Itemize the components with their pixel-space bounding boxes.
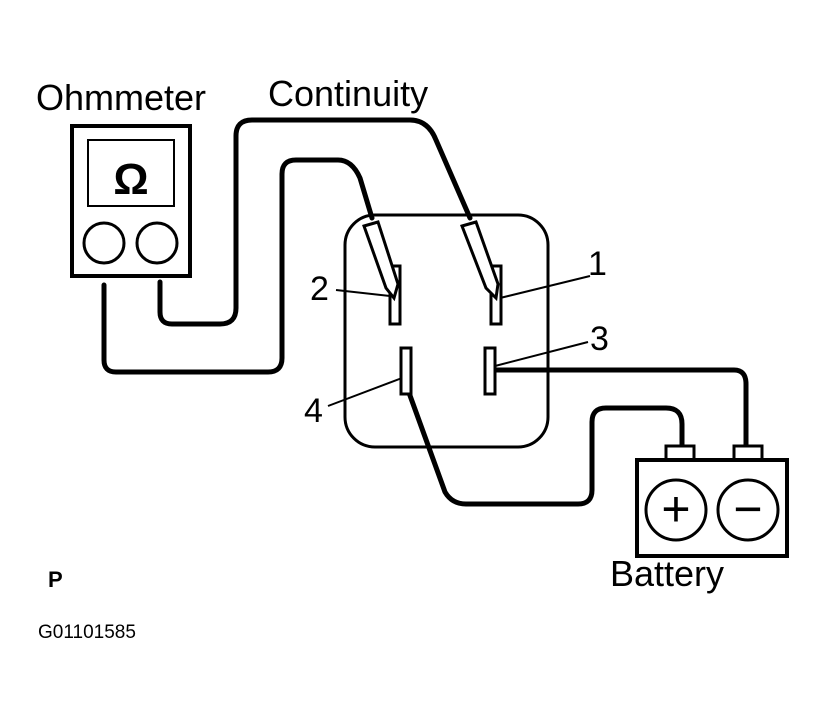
minus-icon: −: [733, 481, 762, 537]
probe-terminal-1: [460, 220, 500, 302]
terminal-number-1: 1: [588, 245, 607, 283]
battery-label: Battery: [610, 553, 724, 594]
leader-2: [335, 289, 391, 297]
battery-negative-wire: [491, 367, 749, 451]
leader-3: [494, 341, 589, 367]
ohmmeter-lead-to-terminal-1: [157, 117, 473, 327]
continuity-label: Continuity: [268, 73, 428, 114]
probe-1-tip: [460, 220, 500, 302]
battery-positive-circle: [644, 478, 708, 542]
battery-negative-post: [732, 444, 764, 462]
ohmmeter-jack-left: [82, 221, 126, 265]
page-letter: P: [48, 567, 63, 592]
figure-code: G01101585: [38, 622, 136, 643]
leader-1: [499, 275, 591, 299]
plus-icon: +: [661, 481, 690, 537]
terminal-number-4: 4: [304, 392, 323, 430]
battery-negative-circle: [716, 478, 780, 542]
terminal-3-pin: [483, 346, 497, 396]
battery-positive-wire: [405, 387, 685, 507]
terminal-number-2: 2: [310, 270, 329, 308]
terminal-number-3: 3: [590, 320, 609, 358]
ohmmeter-jack-right: [135, 221, 179, 265]
probe-terminal-2: [362, 220, 400, 302]
leader-4: [327, 377, 403, 407]
ohm-icon: Ω: [113, 155, 148, 204]
battery-positive-post: [664, 444, 696, 462]
ohmmeter: Ω: [70, 124, 192, 278]
ohmmeter-display: [87, 139, 175, 207]
ohmmeter-label: Ohmmeter: [36, 77, 206, 118]
probe-2-tip: [362, 220, 400, 302]
battery: + −: [635, 444, 789, 558]
ohmmeter-lead-to-terminal-2: [101, 157, 375, 375]
terminal-4-pin: [399, 346, 413, 396]
